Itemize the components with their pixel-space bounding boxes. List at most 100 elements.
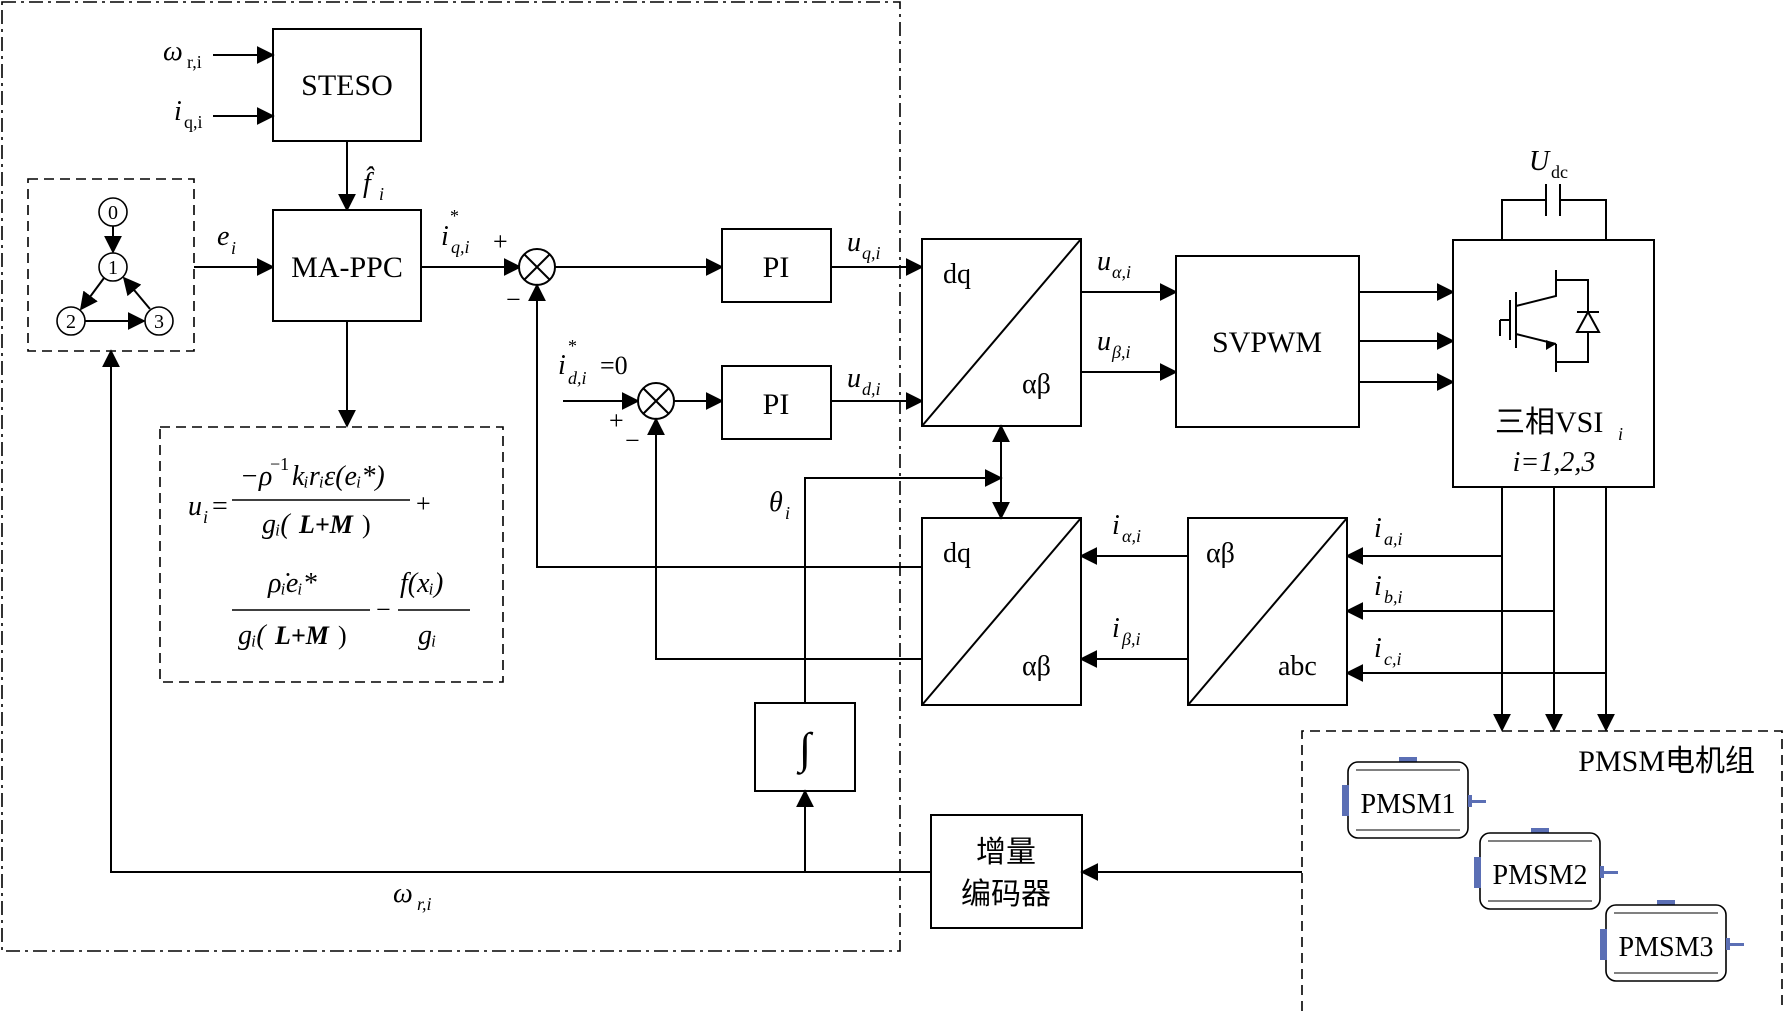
svpwm-label: SVPWM (1212, 326, 1322, 359)
pi-d-block: PI (721, 365, 832, 440)
motor-group-label: PMSM电机组 (1578, 745, 1755, 778)
svg-text:αβ: αβ (1022, 369, 1051, 400)
clarke-block: αβ abc (1187, 517, 1348, 706)
sum-d-plus: + (609, 406, 624, 435)
motor-3: PMSM3 (1600, 900, 1744, 982)
ia-subscript: a,i (1384, 529, 1403, 549)
sum-q-minus: − (506, 285, 521, 314)
motor-3-label: PMSM3 (1619, 932, 1714, 963)
inverse-park-block: dq αβ (921, 238, 1082, 427)
control-law-box: u i = −ρ −1 kᵢrᵢε(eᵢ*) gᵢ( L+M ) + ρ̇ᵢeᵢ… (159, 426, 504, 683)
svg-text:gᵢ(: gᵢ( (238, 620, 267, 651)
svpwm-block: SVPWM (1175, 255, 1360, 428)
id-ref-label: i (558, 350, 566, 381)
controller-boundary (1, 1, 901, 952)
u-beta-label: u (1097, 326, 1111, 357)
omega-feedback-subscript: r,i (417, 894, 432, 914)
id-ref-subscript: d,i (568, 368, 587, 388)
i-beta-subscript: β,i (1121, 629, 1140, 649)
svg-text:−: − (376, 595, 391, 624)
inverter-label: 三相VSI (1495, 406, 1603, 439)
i-alpha-subscript: α,i (1122, 526, 1141, 546)
svg-text:): ) (338, 621, 347, 650)
theta-label: θ (769, 487, 783, 518)
svg-text:u: u (188, 491, 202, 522)
iq-subscript: q,i (184, 112, 203, 132)
sum-junction-d (637, 382, 675, 420)
omega-feedback-label: ω (393, 878, 413, 909)
integral-icon: ∫ (796, 724, 814, 775)
encoder-label-2: 编码器 (961, 878, 1051, 911)
ud-subscript: d,i (862, 379, 881, 399)
uq-subscript: q,i (862, 243, 881, 263)
svg-text:0: 0 (108, 202, 118, 224)
ia-label: i (1374, 513, 1382, 544)
omega-symbol: ω (163, 36, 183, 67)
motor-group: PMSM电机组 PMSM1 PMSM2 (1301, 730, 1783, 1011)
svg-text:gᵢ(: gᵢ( (262, 509, 291, 540)
omega-subscript: r,i (187, 52, 202, 72)
udc-subscript: dc (1551, 162, 1568, 182)
svg-text:i: i (203, 507, 208, 527)
steso-input-iq: i q,i (174, 96, 275, 132)
u-alpha-label: u (1097, 246, 1111, 277)
e-i-subscript: i (231, 238, 236, 258)
svg-text:*: * (450, 206, 459, 226)
pi-d-label: PI (763, 388, 790, 421)
svg-text:dq: dq (943, 259, 971, 290)
integrator-block: ∫ (754, 702, 856, 792)
sum-q-plus: + (493, 227, 508, 256)
inverter-block: U dc 三相VSI i i=1,2,3 (1452, 146, 1655, 488)
ib-label: i (1374, 571, 1382, 602)
theta-subscript: i (785, 503, 790, 523)
pi-q-block: PI (721, 228, 832, 303)
f-hat-subscript: i (379, 184, 384, 204)
motor-2-label: PMSM2 (1493, 860, 1588, 891)
iq-ref-label: i (441, 221, 449, 252)
svg-text:=: = (212, 491, 228, 522)
ic-label: i (1374, 633, 1382, 664)
ud-label: u (847, 363, 861, 394)
svg-text:kᵢrᵢε(eᵢ*): kᵢrᵢε(eᵢ*) (292, 461, 385, 492)
ib-subscript: b,i (1384, 587, 1403, 607)
svg-text:+: + (416, 489, 431, 518)
uq-label: u (847, 227, 861, 258)
steso-block: STESO (272, 28, 422, 142)
motor-1-label: PMSM1 (1361, 789, 1456, 820)
u-beta-subscript: β,i (1111, 342, 1130, 362)
sum-d-minus: − (625, 426, 640, 455)
svg-text:−1: −1 (270, 454, 289, 474)
inverter-subscript: i (1618, 424, 1623, 444)
steso-input-omega: ω r,i (163, 36, 275, 72)
svg-text:*: * (568, 336, 577, 356)
motor-1: PMSM1 (1342, 757, 1486, 839)
iq-ref-subscript: q,i (451, 237, 470, 257)
svg-text:dq: dq (943, 538, 971, 569)
id-ref-value: =0 (600, 351, 628, 380)
ic-subscript: c,i (1384, 649, 1402, 669)
udc-label: U (1529, 146, 1551, 177)
ma-ppc-label: MA-PPC (291, 251, 403, 284)
svg-text:αβ: αβ (1206, 538, 1235, 569)
svg-text:gᵢ: gᵢ (418, 620, 436, 651)
svg-text:ρ̇ᵢeᵢ*: ρ̇ᵢeᵢ* (267, 568, 317, 599)
communication-topology: 0 1 2 3 (27, 178, 195, 352)
svg-text:): ) (362, 510, 371, 539)
svg-text:3: 3 (154, 311, 164, 333)
f-hat-label: f̂ (363, 167, 375, 199)
motor-2: PMSM2 (1474, 828, 1618, 910)
ma-ppc-block: MA-PPC (272, 209, 422, 322)
iq-symbol: i (174, 96, 182, 127)
inverter-range: i=1,2,3 (1513, 447, 1596, 478)
i-beta-label: i (1112, 613, 1120, 644)
svg-text:αβ: αβ (1022, 651, 1051, 682)
svg-text:f(xᵢ): f(xᵢ) (400, 568, 443, 599)
encoder-block: 增量 编码器 (930, 814, 1083, 929)
u-alpha-subscript: α,i (1112, 262, 1131, 282)
steso-label: STESO (301, 69, 393, 102)
svg-text:abc: abc (1278, 651, 1317, 682)
svg-text:−ρ: −ρ (240, 461, 272, 492)
i-alpha-label: i (1112, 510, 1120, 541)
sum-junction-q (518, 248, 556, 286)
